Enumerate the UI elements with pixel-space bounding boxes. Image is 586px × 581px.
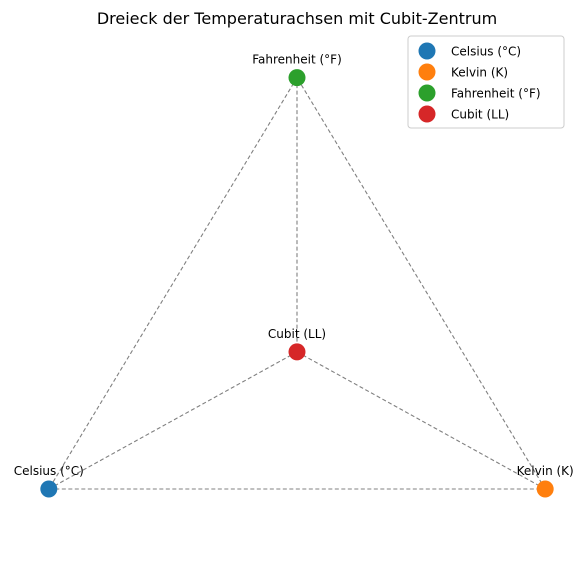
connecting-lines: [48, 77, 546, 490]
data-point: [536, 480, 554, 498]
connecting-line: [48, 77, 298, 490]
data-point: [288, 343, 306, 361]
legend-frame: [407, 35, 565, 129]
legend-entry: Cubit (LL): [451, 108, 509, 122]
data-label: Celsius (°C): [14, 464, 84, 478]
chart-title: Dreieck der Temperaturachsen mit Cubit-Z…: [97, 9, 497, 28]
data-points: [40, 69, 554, 498]
legend-marker: [418, 105, 436, 123]
data-point: [40, 480, 58, 498]
legend-entry: Kelvin (K): [451, 66, 508, 80]
legend-marker: [418, 42, 436, 60]
legend-entry: Fahrenheit (°F): [451, 87, 541, 101]
connecting-line: [296, 351, 546, 490]
legend-items: Celsius (°C) Kelvin (K) Fahrenheit (°F) Cub…: [418, 42, 541, 123]
point-labels: Celsius (°C) Kelvin (K) Fahrenheit (°F) Cub…: [14, 53, 574, 478]
legend-entry: Celsius (°C): [451, 45, 521, 59]
data-label: Fahrenheit (°F): [252, 53, 342, 67]
data-label: Kelvin (K): [517, 464, 574, 478]
legend-marker: [418, 84, 436, 102]
data-point: [288, 69, 306, 87]
data-label: Cubit (LL): [268, 327, 326, 341]
connecting-line: [296, 77, 546, 490]
connecting-line: [48, 351, 298, 490]
legend: Celsius (°C) Kelvin (K) Fahrenheit (°F) Cub…: [407, 35, 565, 129]
legend-marker: [418, 63, 436, 81]
